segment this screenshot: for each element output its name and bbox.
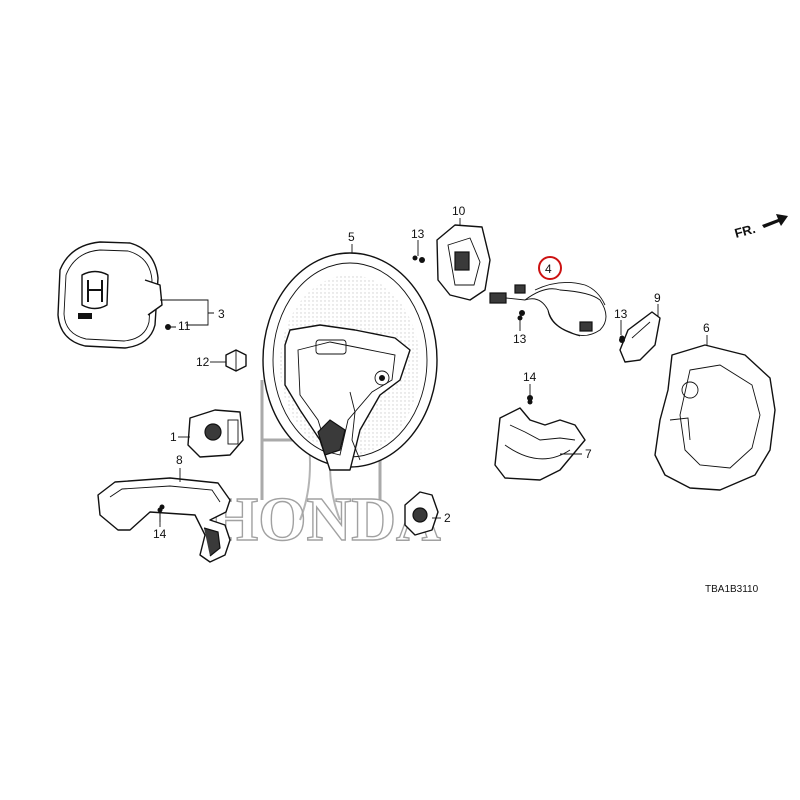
highlight-ring-4 [538, 256, 562, 280]
callout-12: 12 [196, 355, 210, 369]
callout-13-right: 13 [614, 307, 628, 321]
callout-1: 1 [170, 430, 177, 444]
callout-8: 8 [176, 453, 183, 467]
diagram-code: TBA1B3110 [705, 584, 759, 595]
front-arrow-icon [762, 214, 788, 228]
callout-11: 11 [178, 319, 191, 333]
front-direction-indicator: FR. [733, 214, 788, 241]
callout-7: 7 [585, 447, 592, 461]
callout-14-mid: 14 [523, 370, 537, 384]
callout-labels: 3 11 12 1 8 14 2 5 10 13 13 13 9 6 14 7 … [153, 204, 710, 541]
direction-label: FR. [733, 221, 757, 241]
callout-13-left: 13 [411, 227, 425, 241]
callout-13-mid: 13 [513, 332, 527, 346]
fastener-markers [157, 255, 625, 522]
callout-6: 6 [703, 321, 710, 335]
bolt-part-12 [225, 349, 247, 372]
callout-2: 2 [444, 511, 451, 525]
lower-cover-part-7 [494, 395, 586, 481]
switch-part-10 [419, 224, 491, 301]
airbag-module-part [57, 241, 176, 349]
switch-part-9 [619, 311, 661, 363]
callout-4: 4 [545, 262, 552, 276]
leader-lines [159, 218, 708, 527]
column-cover-part-6 [654, 344, 776, 491]
callout-14-lower: 14 [153, 527, 167, 541]
switch-part-2 [404, 491, 439, 536]
watermark-text: HONDA [210, 486, 441, 554]
wire-harness-part-4 [489, 281, 607, 337]
garnish-part-8 [97, 477, 231, 563]
steering-wheel-part [262, 252, 438, 471]
honda-watermark: HONDA [209, 380, 442, 555]
callout-5: 5 [348, 230, 355, 244]
callout-3: 3 [218, 307, 225, 321]
switch-part-1 [187, 409, 244, 458]
callout-10: 10 [452, 204, 466, 218]
callout-9: 9 [654, 291, 661, 305]
